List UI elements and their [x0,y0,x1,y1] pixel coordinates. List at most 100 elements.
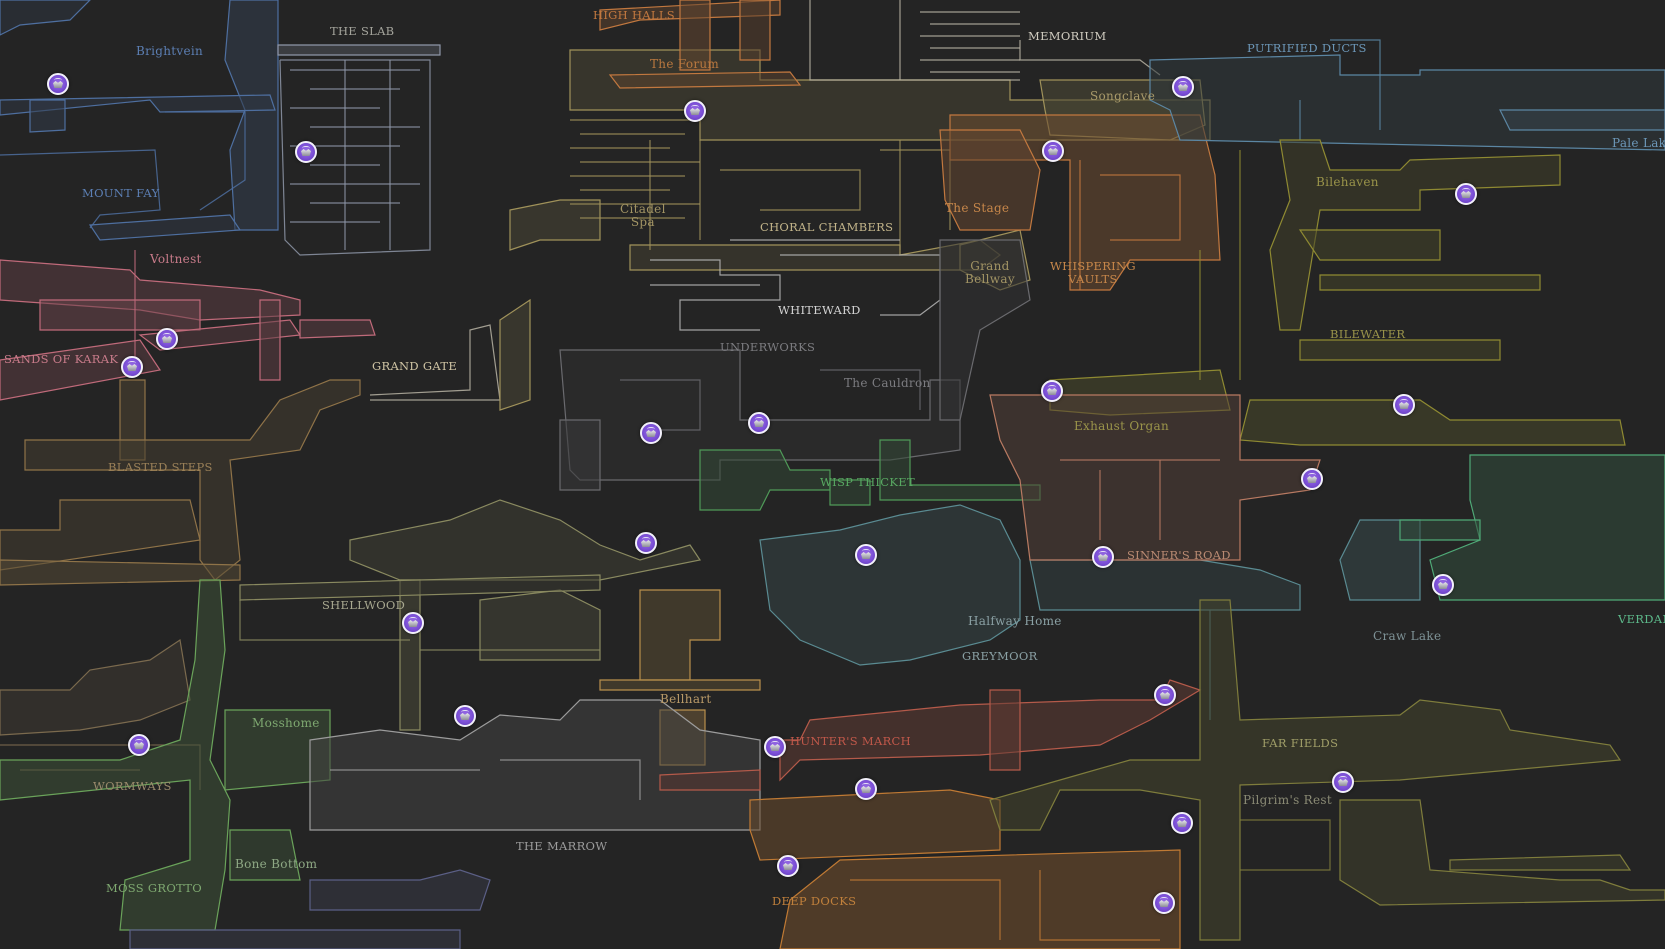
marker-crest-icon [135,739,143,743]
bell-bench-marker[interactable] [684,100,706,122]
bell-bench-icon [1047,388,1057,395]
area-label-grand-gate: GRAND GATE [372,359,458,373]
bell-bench-icon [1159,900,1169,907]
bell-bench-marker[interactable] [402,612,424,634]
region-abyss-room [309,869,491,911]
bell-bench-marker[interactable] [855,544,877,566]
area-label-bilehaven: Bilehaven [1316,175,1379,189]
bell-bench-marker[interactable] [1393,394,1415,416]
bell-bench-marker[interactable] [454,705,476,727]
region-docks-corridor [1039,870,1160,941]
area-label-pale-lake: Pale Lake [1612,136,1665,150]
marker-crest-icon [862,783,870,787]
area-label-the-cauldron: The Cauldron [844,376,931,390]
region-whiteward-corridor [650,259,781,331]
region-moss-room [0,579,231,931]
area-label-far-fields: FAR FIELDS [1262,736,1339,750]
area-label-songclave: Songclave [1090,89,1156,103]
region-farfields-corridor [1240,819,1331,871]
region-marrow-corridor [500,759,641,800]
marker-crest-icon [691,105,699,109]
area-label-the-stage: The Stage [945,201,1010,215]
bell-bench-icon [1177,820,1187,827]
marker-crest-icon [1178,817,1186,821]
region-high_halls-room [679,0,711,71]
region-greymoor-room [1029,559,1301,611]
bell-bench-marker[interactable] [777,855,799,877]
bell-bench-marker[interactable] [1042,140,1064,162]
area-label-citadel-spa: Citadel Spa [620,202,666,229]
area-label-putrified-ducts: PUTRIFIED DUCTS [1247,41,1367,55]
marker-crest-icon [54,78,62,82]
marker-crest-icon [1048,385,1056,389]
area-label-blasted-steps: BLASTED STEPS [108,460,213,474]
bell-bench-icon [53,81,63,88]
bell-bench-marker[interactable] [295,141,317,163]
region-underworks-room [559,419,601,491]
bell-bench-icon [1399,402,1409,409]
bell-bench-marker[interactable] [855,778,877,800]
bell-bench-marker[interactable] [121,356,143,378]
bell-bench-icon [861,552,871,559]
region-citadel-corridor [880,149,951,230]
bell-bench-icon [690,108,700,115]
bell-bench-marker[interactable] [1432,574,1454,596]
area-label-wisp-thicket: WISP THICKET [820,475,915,489]
area-label-bellhart: Bellhart [660,692,712,706]
bell-bench-marker[interactable] [640,422,662,444]
bell-bench-marker[interactable] [1171,812,1193,834]
region-sinners-room [989,394,1321,561]
bell-bench-marker[interactable] [635,532,657,554]
region-bilewater-room [1269,139,1561,331]
bell-bench-icon [408,620,418,627]
region-farfields-room [989,599,1622,941]
bell-bench-marker[interactable] [1153,892,1175,914]
region-mount_fay-room [29,99,66,133]
area-label-shellwood: SHELLWOOD [322,598,406,612]
bell-bench-marker[interactable] [1172,76,1194,98]
area-label-memorium: MEMORIUM [1028,29,1107,43]
bell-bench-marker[interactable] [156,328,178,350]
marker-crest-icon [409,617,417,621]
bell-bench-icon [1461,191,1471,198]
bell-bench-icon [1098,554,1108,561]
bell-bench-marker[interactable] [47,73,69,95]
region-shellwood-room [349,499,701,581]
region-mount_fay-corridor [165,111,246,211]
region-greymoor-room [759,504,1021,666]
bell-bench-icon [1307,476,1317,483]
region-sands-room [259,299,281,381]
region-docks-corridor [850,879,1001,940]
bell-bench-marker[interactable] [1301,468,1323,490]
region-bilewater-room [1319,274,1541,291]
bell-bench-marker[interactable] [1041,380,1063,402]
bell-bench-marker[interactable] [764,736,786,758]
region-bellhart-room [599,679,761,691]
area-label-exhaust-organ: Exhaust Organ [1074,419,1169,433]
bell-bench-icon [127,364,137,371]
area-label-sands-of-karak: SANDS OF KARAK [4,352,119,366]
region-bellhart-room [639,589,721,681]
region-memorium-corridor [809,0,1020,81]
region-citadel-room [499,298,531,411]
region-sands-room [39,299,201,331]
bell-bench-marker[interactable] [1332,771,1354,793]
region-mount_fay-room [88,214,242,241]
bell-bench-marker[interactable] [1455,183,1477,205]
bell-bench-marker[interactable] [128,734,150,756]
bell-bench-icon [1338,779,1348,786]
region-underworks-corridor [820,369,921,410]
region-bilewater-room [1299,339,1501,361]
area-label-mount-fay: MOUNT FAY [82,186,160,200]
bell-bench-marker[interactable] [748,412,770,434]
bell-bench-marker[interactable] [1092,546,1114,568]
bell-bench-icon [1178,84,1188,91]
marker-crest-icon [1179,81,1187,85]
bell-bench-marker[interactable] [1154,684,1176,706]
marker-crest-icon [1308,473,1316,477]
region-putrified-room [1149,54,1665,151]
area-label-the-marrow: THE MARROW [516,839,608,853]
region-memorium-corridor [1019,40,1161,76]
area-label-voltnest: Voltnest [150,252,202,266]
